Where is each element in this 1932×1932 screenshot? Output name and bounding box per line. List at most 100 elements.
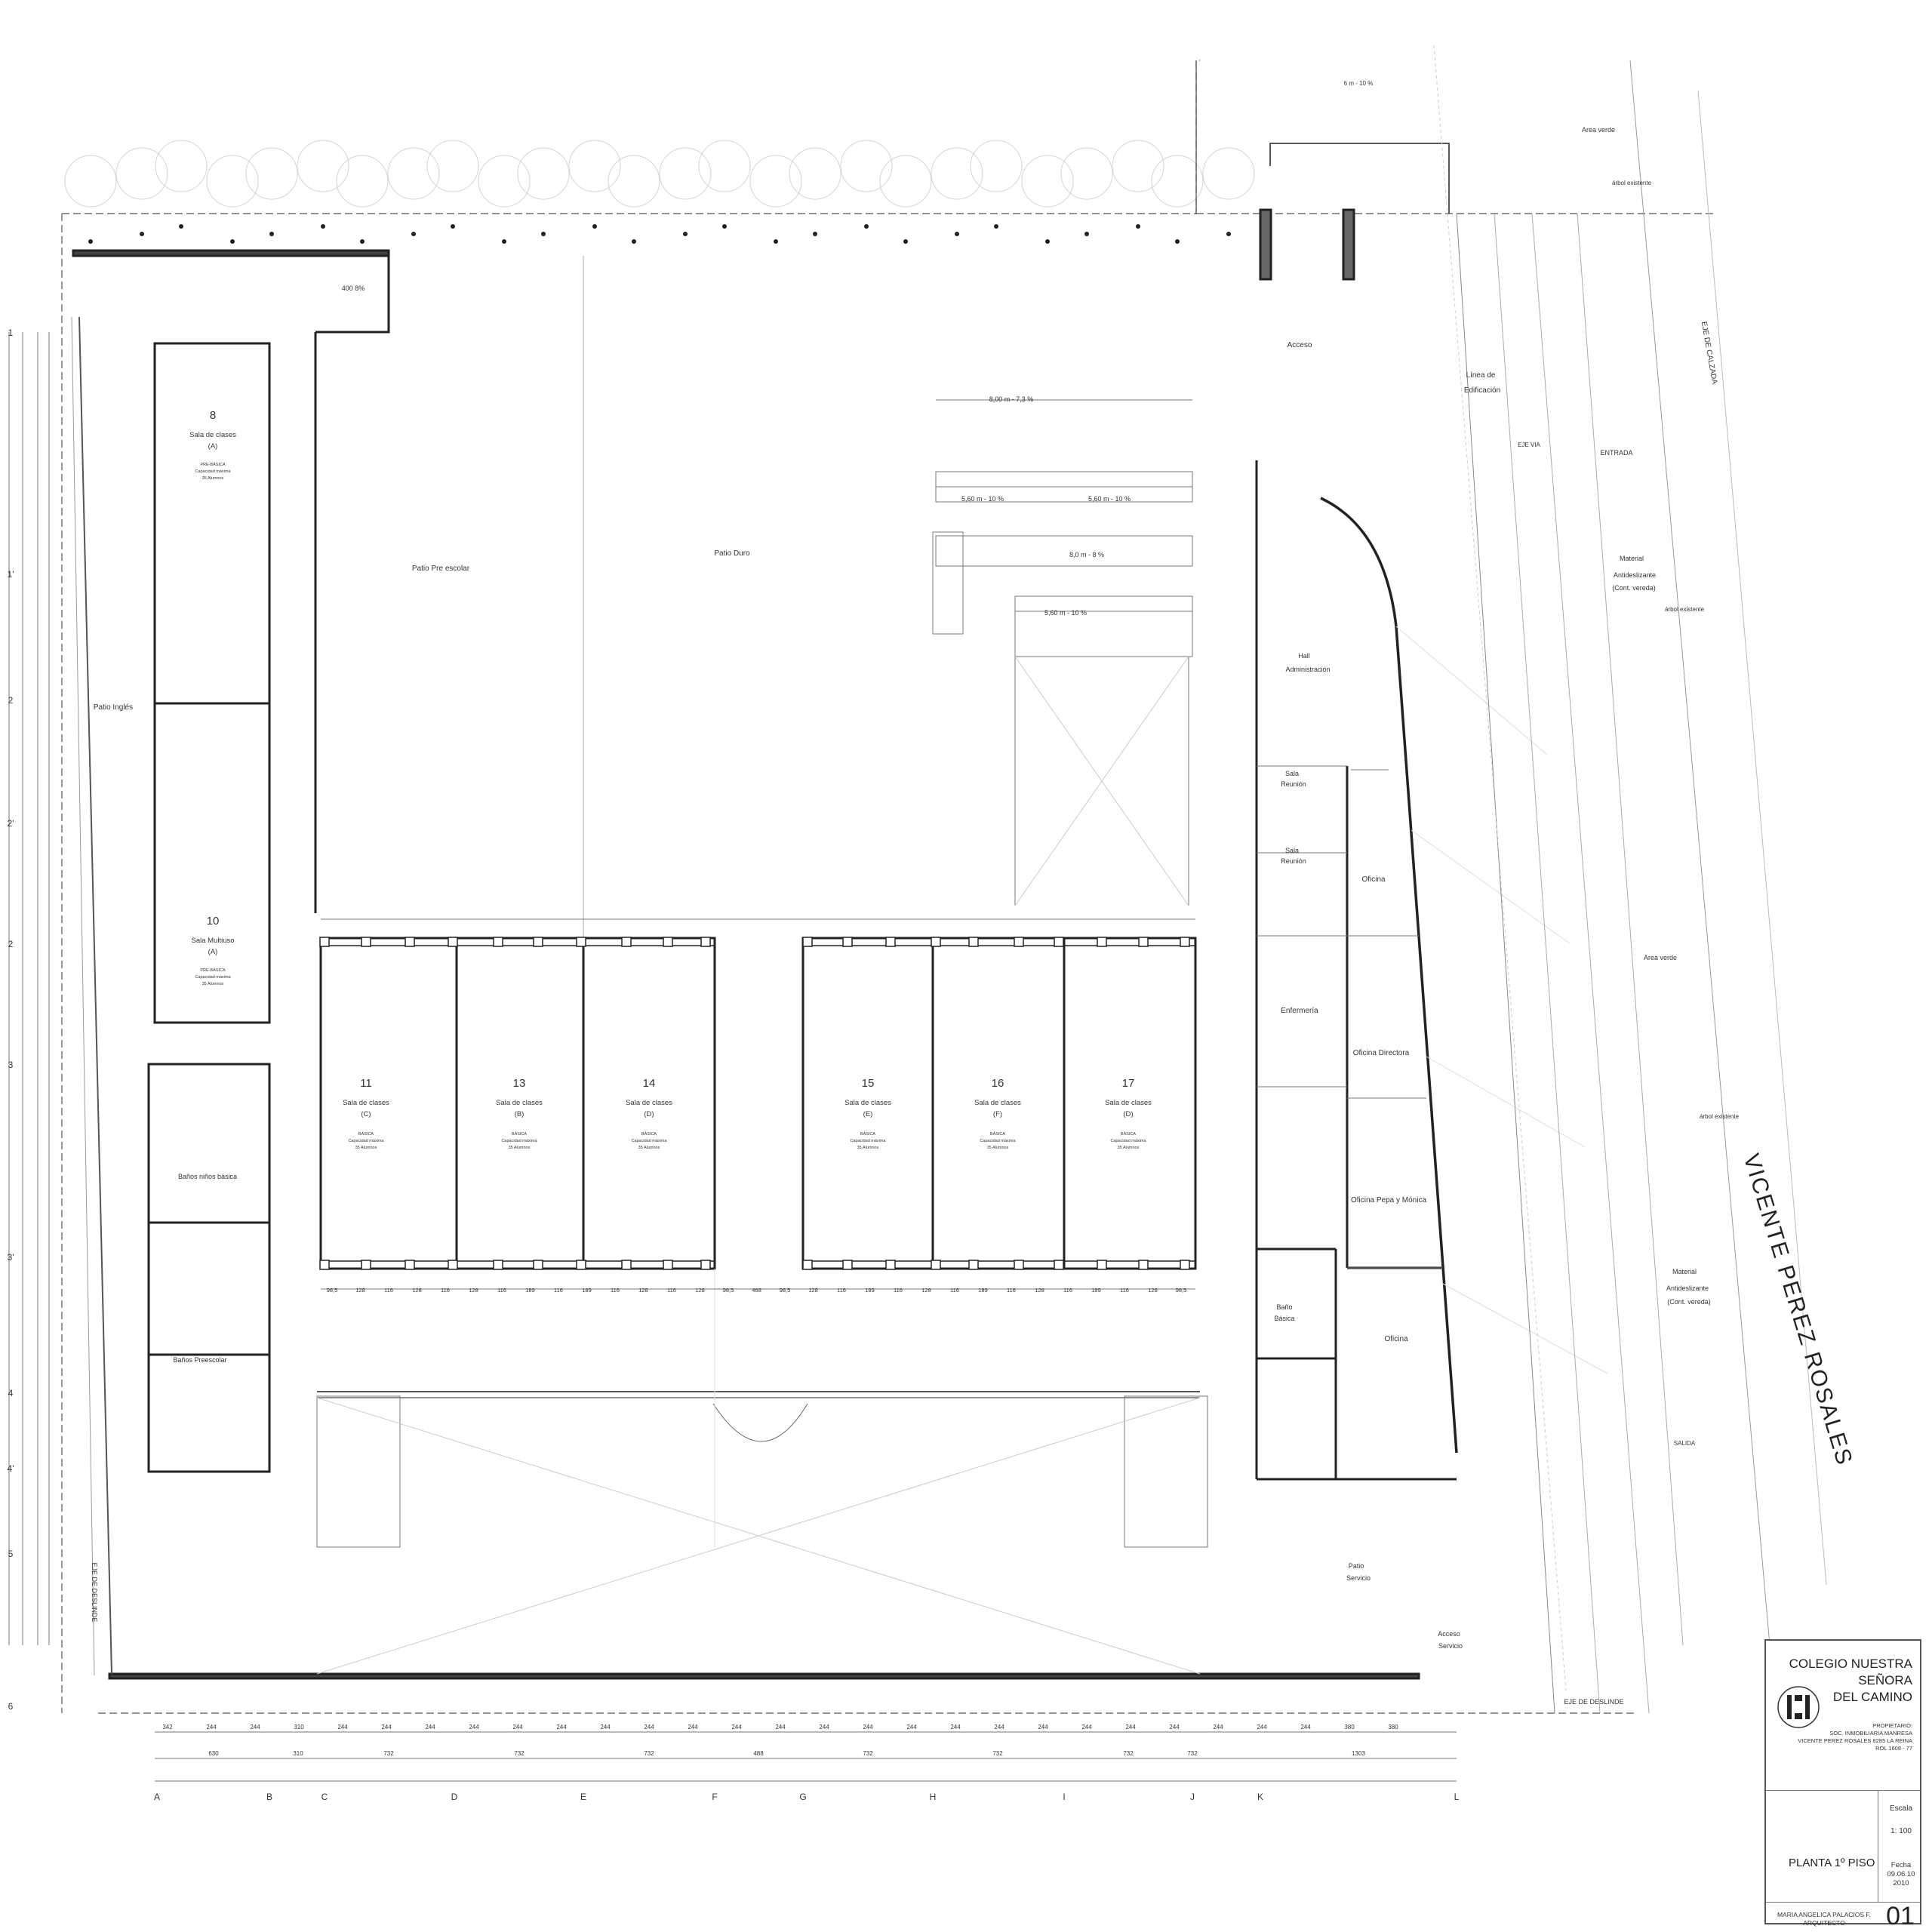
- dimension-text: 189: [978, 1287, 988, 1294]
- room-note: Capacidad máxima: [348, 1139, 384, 1143]
- school-name: COLEGIO NUESTRA SEÑORA DEL CAMINO: [1766, 1656, 1912, 1706]
- room-note: Capacidad máxima: [850, 1139, 886, 1143]
- label-area-verde-1: Area verde: [1582, 126, 1615, 134]
- label-sala-reunion-1b: Reunión: [1281, 780, 1306, 788]
- school-logo-icon: [1777, 1686, 1820, 1728]
- tree-trunk-icon: [1175, 239, 1180, 244]
- tree-icon: [336, 155, 389, 208]
- room-note: BÁSICA: [1121, 1131, 1137, 1137]
- date-label: Fecha: [1890, 1861, 1912, 1869]
- dimension-text: 116: [1007, 1287, 1016, 1294]
- label-enfermeria: Enfermería: [1281, 1007, 1318, 1015]
- column: [1180, 937, 1190, 947]
- dimension-text: 116: [554, 1287, 563, 1294]
- dimension-text: 244: [469, 1724, 479, 1730]
- tree-trunk-icon: [360, 239, 365, 244]
- tree-icon: [698, 140, 751, 192]
- dimension-text: 98,5: [327, 1287, 338, 1294]
- column: [576, 937, 586, 947]
- room-name: Sala de clases: [189, 431, 236, 439]
- column: [493, 1260, 503, 1270]
- dimension-text: 128: [1035, 1287, 1044, 1294]
- room-name: Sala de clases: [1105, 1099, 1152, 1107]
- dimension-text: 244: [775, 1724, 786, 1730]
- label-entrada: ENTRADA: [1600, 449, 1632, 457]
- dimension-text: 116: [1120, 1287, 1129, 1294]
- dimension-text: 116: [497, 1287, 506, 1294]
- column: [802, 937, 813, 947]
- column: [885, 937, 896, 947]
- axis-number: 6: [8, 1701, 14, 1712]
- column: [663, 1260, 673, 1270]
- room-note: Capacidad máxima: [195, 975, 231, 980]
- axis-letter: I: [1063, 1792, 1065, 1802]
- column: [842, 937, 853, 947]
- room-note: 35 Alumnos: [355, 1146, 377, 1150]
- room-note: 35 Alumnos: [638, 1146, 660, 1150]
- tree-icon: [749, 155, 802, 208]
- label-rampa-6: 5,60 m - 10 %: [1044, 609, 1087, 617]
- tree-trunk-icon: [1226, 232, 1231, 236]
- column: [361, 937, 371, 947]
- tree-icon: [387, 147, 440, 200]
- room-sub: (A): [208, 442, 218, 451]
- label-rampa-3: 5,60 m - 10 %: [961, 495, 1004, 503]
- title-block: COLEGIO NUESTRA SEÑORA DEL CAMINO PROPIE…: [1764, 1639, 1921, 1930]
- room-name: Sala Multiuso: [191, 937, 234, 945]
- tree-icon: [115, 147, 168, 200]
- room-note: Capacidad máxima: [631, 1139, 667, 1143]
- label-bano-basica-a: Baño: [1276, 1303, 1292, 1311]
- column: [493, 937, 503, 947]
- dimension-text: 244: [512, 1724, 523, 1730]
- axis-number: 4: [8, 1388, 14, 1398]
- plan-name: PLANTA 1º PISO: [1789, 1857, 1875, 1869]
- tree-icon: [155, 140, 208, 192]
- sheet-number: 01: [1886, 1902, 1915, 1930]
- axis-number: 2: [8, 939, 14, 949]
- dimension-text: 128: [808, 1287, 818, 1294]
- dimension-text: 1303: [1352, 1750, 1365, 1757]
- tree-icon: [659, 147, 712, 200]
- title-block-plan: PLANTA 1º PISO Escala 1: 100 Fecha 09.06…: [1766, 1790, 1920, 1903]
- room-number: 11: [360, 1077, 372, 1090]
- dimension-text: 128: [638, 1287, 648, 1294]
- label-patio-servicio-a: Patio: [1349, 1562, 1364, 1570]
- label-rampa-5: 8,0 m - 8 %: [1069, 551, 1104, 558]
- label-banos-basica: Baños niños básica: [178, 1173, 237, 1180]
- label-sala-reunion-2b: Reunión: [1281, 857, 1306, 865]
- room-sub: (A): [208, 948, 218, 956]
- tree-icon: [970, 140, 1023, 192]
- dimension-text: 630: [208, 1750, 219, 1757]
- label-eje-deslinde-bottom: EJE DE DESLINDE: [1564, 1698, 1623, 1706]
- dimension-text: 128: [355, 1287, 365, 1294]
- axis-number: 1: [8, 328, 14, 338]
- label-material-2a: Material: [1672, 1268, 1697, 1275]
- tree-icon: [789, 147, 841, 200]
- dimension-text: 128: [921, 1287, 931, 1294]
- tree-trunk-icon: [1136, 224, 1140, 229]
- room-number: 16: [992, 1077, 1004, 1090]
- dimension-text: 244: [819, 1724, 829, 1730]
- tree-trunk-icon: [140, 232, 144, 236]
- label-sala-reunion-2a: Sala: [1285, 847, 1299, 854]
- tree-trunk-icon: [632, 239, 636, 244]
- dimension-text: 116: [1063, 1287, 1072, 1294]
- tree-trunk-icon: [955, 232, 959, 236]
- label-area-verde-2: Area verde: [1644, 954, 1677, 961]
- date-value1: 09.06.10: [1887, 1870, 1915, 1878]
- dimension-text: 244: [1125, 1724, 1136, 1730]
- axis-letter: L: [1454, 1792, 1460, 1802]
- axis-letter: E: [580, 1792, 586, 1802]
- school-name-line1: COLEGIO NUESTRA SEÑORA: [1789, 1657, 1912, 1687]
- axis-letter: B: [266, 1792, 272, 1802]
- dimension-text: 244: [206, 1724, 217, 1730]
- tree-trunk-icon: [1084, 232, 1089, 236]
